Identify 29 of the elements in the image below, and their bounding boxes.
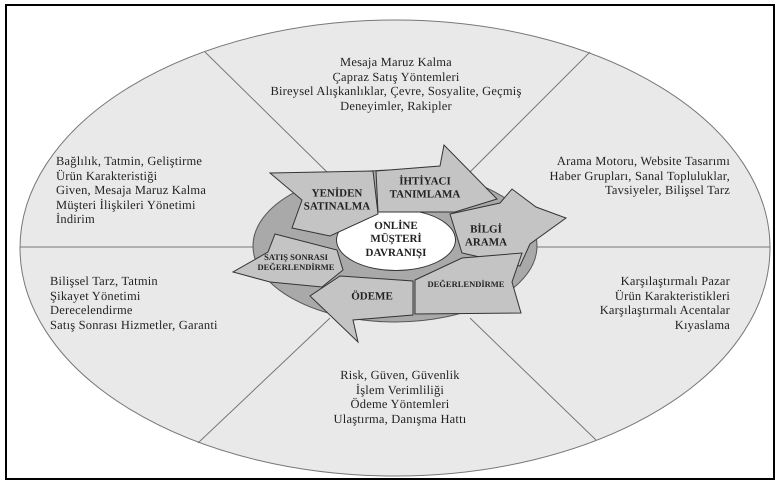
step-label: İHTİYACI TANIMLAMA	[388, 175, 462, 201]
factor-text: Bağlılık, Tatmin, Geliştirme	[56, 154, 204, 168]
factor-text: Ürün Karakteristikleri	[614, 288, 730, 303]
factor-text: Kıyaslama	[674, 318, 730, 332]
factor-text: Arama Motoru, Website Tasarımı	[556, 154, 730, 168]
factor-text: Ulaştırma, Danışma Hattı	[332, 412, 468, 426]
step-label: BİLGİ ARAMA	[464, 223, 508, 249]
factor-text: Şikayet Yönetimi	[50, 288, 142, 303]
factor-text: Çapraz Satış Yöntemleri	[331, 70, 461, 84]
factor-text: Karşılaştırmalı Pazar	[620, 274, 730, 288]
step-label: YENİDEN SATINALMA	[302, 187, 372, 213]
factor-text: Müşteri İlişkileri Yönetimi	[56, 198, 197, 212]
factor-text: İşlem Verimliliği	[356, 382, 446, 397]
step-label: ÖDEME	[350, 290, 394, 304]
factor-text: Bireysel Alışkanlıklar, Çevre, Sosyalite, Geçmiş Deneyimler, Rakipler	[269, 84, 523, 113]
factor-text: Bilişsel Tarz, Tatmin	[50, 274, 159, 288]
factor-text: Karşılaştırmalı Acentalar	[598, 303, 730, 318]
factor-text: Satış Sonrası Hizmetler, Garanti	[50, 318, 219, 332]
factor-text: İndirim	[56, 212, 95, 226]
factor-text: Mesaja Maruz Kalma	[339, 55, 453, 70]
step-label: SATIŞ SONRASI DEĞERLENDİRME	[256, 253, 336, 273]
factor-text: Given, Mesaja Maruz Kalma	[56, 183, 208, 198]
factor-text: Derecelendirme	[50, 303, 134, 318]
center-label: ONLİNE MÜŞTERİ DAVRANIŞI	[364, 220, 428, 260]
step-label: DEĞERLENDİRME	[426, 280, 506, 290]
factor-text: Ödeme Yöntemleri	[350, 397, 450, 412]
factor-text: Ürün Karakteristiği	[56, 168, 158, 183]
factor-text: Risk, Güven, Güvenlik	[339, 368, 461, 382]
factor-text: Haber Grupları, Sanal Topluluklar, Tavsiyeler, Bilişsel Tarz	[548, 168, 730, 198]
